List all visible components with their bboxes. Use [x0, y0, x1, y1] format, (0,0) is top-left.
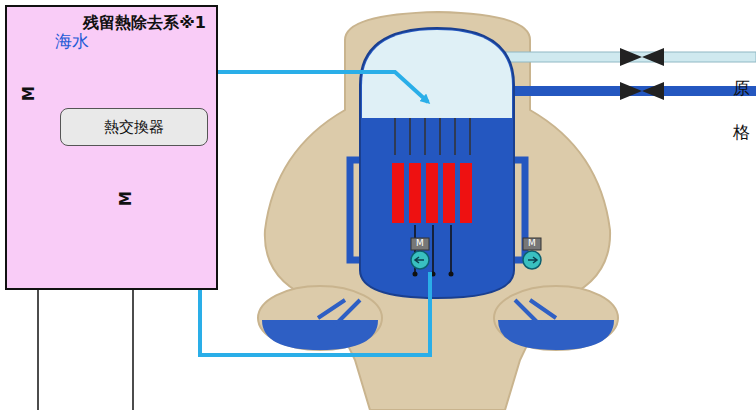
motor-label: M [22, 86, 37, 101]
cut-text: 格 [733, 124, 750, 141]
steam-lines [505, 48, 756, 100]
system-panel: 残留熱除去系※1 熱交換器 [5, 5, 218, 290]
motor-label: M [119, 191, 134, 206]
heat-exchanger-box: 熱交換器 [60, 108, 208, 146]
cut-text: 原 [733, 80, 750, 97]
motor-label: M [528, 239, 536, 248]
box-label: 熱交換器 [61, 118, 207, 137]
medium-label: 海水 [55, 33, 89, 50]
reactor-vessel [360, 28, 514, 298]
system-title: 残留熱除去系※1 [83, 13, 206, 34]
rhr-piping [183, 72, 430, 355]
recirculation-pumps [411, 238, 541, 269]
motor-label: M [416, 239, 424, 248]
